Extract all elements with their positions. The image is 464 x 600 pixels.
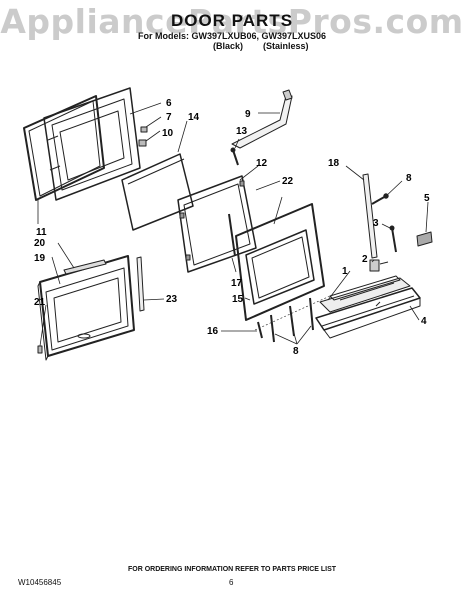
callout-21: 21 xyxy=(34,297,46,308)
callout-18: 18 xyxy=(328,158,340,169)
callout-8-upper: 8 xyxy=(406,173,412,184)
part-screw-8-upper xyxy=(371,193,389,205)
part-door-gasket xyxy=(23,95,105,201)
part-bracket-2 xyxy=(369,259,389,272)
part-hinge-bracket xyxy=(231,89,293,149)
part-inner-door-panel xyxy=(177,175,257,273)
callout-19: 19 xyxy=(34,253,46,264)
callout-13: 13 xyxy=(236,126,248,137)
watermark: AppliancePartsPros.com xyxy=(0,2,464,41)
callout-3: 3 xyxy=(373,218,379,229)
ordering-info: FOR ORDERING INFORMATION REFER TO PARTS … xyxy=(127,566,337,573)
callout-17: 17 xyxy=(231,278,243,289)
callout-10: 10 xyxy=(162,128,174,139)
leader-lines xyxy=(37,102,429,347)
variant-black-label: (Black) xyxy=(213,41,244,51)
callout-9: 9 xyxy=(245,109,251,120)
part-screw-13 xyxy=(230,147,239,166)
callout-4: 4 xyxy=(421,316,427,327)
part-inner-door-frame xyxy=(43,87,141,201)
variant-stainless-label: (Stainless) xyxy=(263,41,309,51)
callout-11: 11 xyxy=(36,227,47,238)
callout-5: 5 xyxy=(424,193,430,204)
page-number: 6 xyxy=(229,578,234,587)
part-outer-door-panel xyxy=(235,203,325,321)
callout-1: 1 xyxy=(342,266,348,277)
part-clip-7 xyxy=(140,126,148,133)
callout-14: 14 xyxy=(188,112,200,123)
part-tag-5 xyxy=(416,231,433,247)
part-screws-8-lower xyxy=(254,295,331,343)
callout-2: 2 xyxy=(362,254,368,265)
part-glass-panel xyxy=(121,153,194,231)
document-number: W10456845 xyxy=(18,578,62,587)
callout-16: 16 xyxy=(207,326,219,337)
callout-12: 12 xyxy=(256,158,268,169)
part-strip-18 xyxy=(362,173,378,259)
part-bracket-23 xyxy=(136,256,145,312)
part-screw-16 xyxy=(257,321,263,339)
part-clip-10 xyxy=(138,139,147,147)
part-strip-20 xyxy=(63,259,107,275)
part-handle xyxy=(315,287,421,339)
callout-numbers: 6 7 10 14 11 9 13 12 22 18 8 3 5 2 1 4 1… xyxy=(34,98,430,357)
part-outer-door xyxy=(37,255,135,361)
models-line: For Models: GW397LXUB06, GW397LXUS06 xyxy=(137,31,327,41)
page-title: DOOR PARTS xyxy=(170,11,294,30)
callout-15: 15 xyxy=(232,294,244,305)
callout-6: 6 xyxy=(166,98,172,109)
callout-8-lower: 8 xyxy=(293,346,299,357)
part-handle-base xyxy=(319,275,411,313)
callout-7: 7 xyxy=(166,112,172,123)
callout-20: 20 xyxy=(34,238,46,249)
callout-22: 22 xyxy=(282,176,294,187)
part-rod-17 xyxy=(228,213,236,257)
callout-23: 23 xyxy=(166,294,178,305)
part-cap-21 xyxy=(37,345,43,354)
